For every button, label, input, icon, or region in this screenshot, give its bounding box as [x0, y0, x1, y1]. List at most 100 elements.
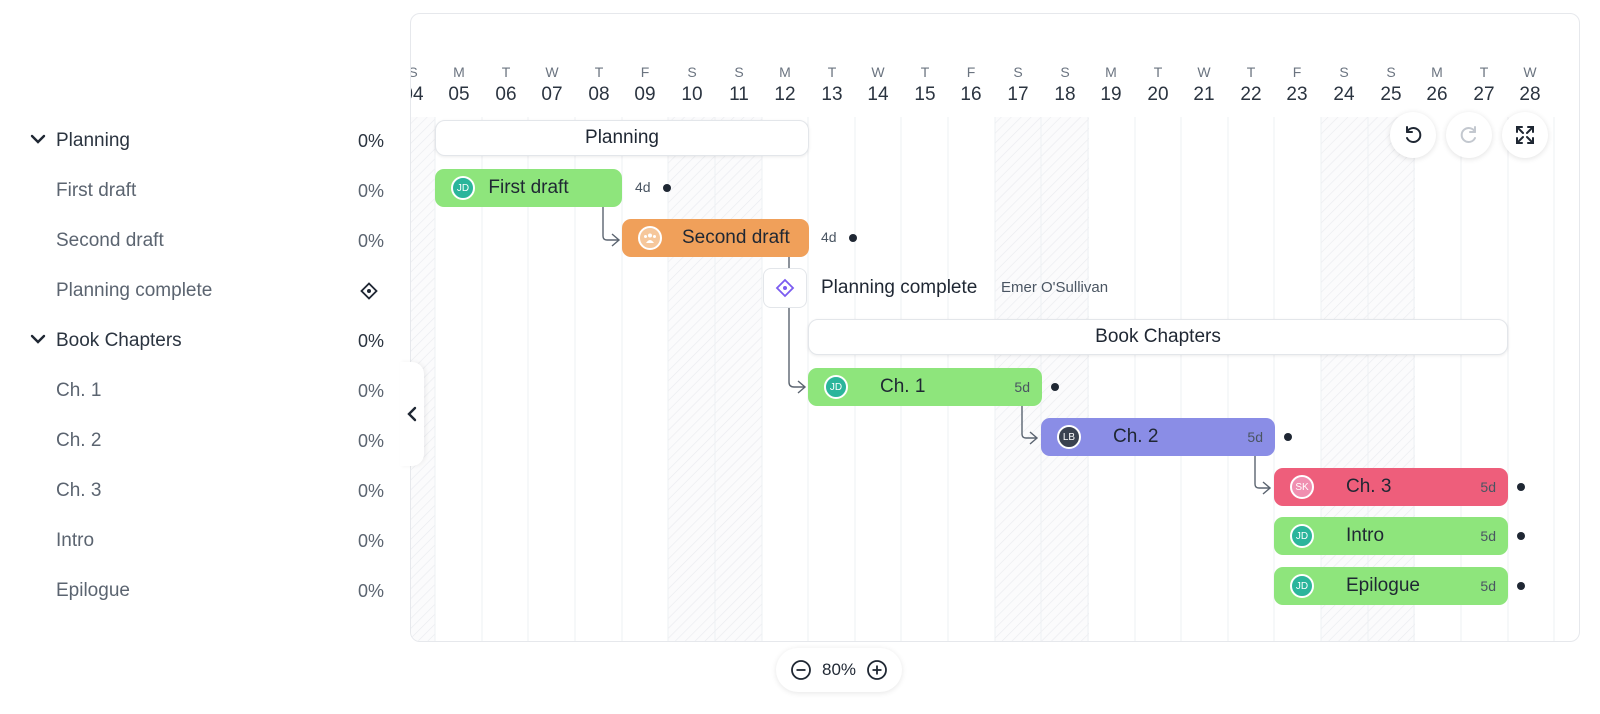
- day-letter: T: [827, 64, 837, 80]
- gantt-timeline[interactable]: S 04 M 05 T 06 W 07 T 08 F 09 S 10 S 11 …: [410, 13, 1580, 642]
- day-letter: W: [871, 64, 885, 80]
- task-bar-label: First draft: [488, 177, 569, 198]
- milestone-icon: [775, 278, 795, 298]
- task-bar-label: Ch. 1: [880, 376, 926, 397]
- day-number: 05: [448, 84, 470, 105]
- task-bar-epilogue[interactable]: JD Epilogue 5d: [1274, 567, 1508, 605]
- day-letter: S: [1060, 64, 1070, 80]
- task-name: Intro: [56, 530, 95, 551]
- day-letter: W: [1523, 64, 1537, 80]
- task-bar-label: Ch. 2: [1113, 426, 1159, 447]
- dependency-line: [1254, 455, 1270, 489]
- dependency-line: [788, 308, 805, 388]
- day-number: 25: [1380, 84, 1402, 105]
- chevron-down-icon[interactable]: [29, 330, 47, 348]
- group-bar-label: Planning: [585, 127, 659, 148]
- task-row-intro[interactable]: Intro 0%: [0, 516, 400, 566]
- dependency-handle[interactable]: [1517, 582, 1525, 590]
- day-number: 10: [681, 84, 703, 105]
- task-row-planning[interactable]: Planning 0%: [0, 116, 400, 166]
- group-bar-book-chapters[interactable]: Book Chapters: [808, 319, 1508, 355]
- dependency-handle[interactable]: [1517, 483, 1525, 491]
- day-letter: S: [411, 64, 423, 80]
- task-row-book-chapters[interactable]: Book Chapters 0%: [0, 316, 400, 366]
- day-letter: M: [1431, 64, 1443, 80]
- task-name: First draft: [56, 180, 137, 201]
- day-letter: F: [640, 64, 650, 80]
- expand-button[interactable]: [1502, 112, 1548, 158]
- redo-button[interactable]: [1446, 112, 1492, 158]
- day-number: 12: [774, 84, 796, 105]
- task-progress: 0%: [357, 530, 384, 551]
- team-icon: [638, 226, 662, 250]
- task-row-ch1[interactable]: Ch. 1 0%: [0, 366, 400, 416]
- task-bar-label: Ch. 3: [1346, 476, 1392, 497]
- day-letter: M: [1105, 64, 1117, 80]
- day-letter: T: [501, 64, 511, 80]
- day-letter: S: [1013, 64, 1023, 80]
- day-number: 19: [1100, 84, 1122, 105]
- task-bar-label: Second draft: [682, 227, 790, 248]
- task-row-epilogue[interactable]: Epilogue 0%: [0, 566, 400, 616]
- duration-label: 5d: [1247, 429, 1263, 445]
- milestone-marker[interactable]: [763, 268, 807, 308]
- dependency-handle[interactable]: [849, 234, 857, 242]
- dependency-handle[interactable]: [663, 184, 671, 192]
- task-name: Book Chapters: [56, 330, 182, 351]
- group-bar-planning[interactable]: Planning: [435, 120, 809, 156]
- undo-button[interactable]: [1390, 112, 1436, 158]
- day-letter: F: [966, 64, 976, 80]
- day-letter: T: [1246, 64, 1256, 80]
- chevron-down-icon[interactable]: [29, 130, 47, 148]
- avatar: JD: [1290, 524, 1314, 548]
- task-bar-ch2[interactable]: LB Ch. 2 5d: [1041, 418, 1275, 456]
- day-letter: T: [1153, 64, 1163, 80]
- task-name: Planning: [56, 130, 130, 151]
- avatar: JD: [451, 176, 475, 200]
- avatar: SK: [1290, 475, 1314, 499]
- day-letter: F: [1292, 64, 1302, 80]
- zoom-in-icon[interactable]: [866, 659, 888, 681]
- task-progress: 0%: [357, 230, 384, 251]
- task-row-second-draft[interactable]: Second draft 0%: [0, 216, 400, 266]
- day-number: 11: [729, 84, 749, 105]
- day-letter: M: [779, 64, 791, 80]
- day-number: 24: [1333, 84, 1355, 105]
- day-number: 22: [1240, 84, 1262, 105]
- dependency-handle[interactable]: [1284, 433, 1292, 441]
- day-number: 09: [634, 84, 656, 105]
- dependency-handle[interactable]: [1517, 532, 1525, 540]
- avatar: JD: [824, 375, 848, 399]
- zoom-level: 80%: [821, 660, 857, 679]
- dependency-arrow: [1262, 481, 1272, 495]
- day-letter: S: [1386, 64, 1396, 80]
- task-bar-first-draft[interactable]: JD First draft: [435, 169, 622, 207]
- task-row-first-draft[interactable]: First draft 0%: [0, 166, 400, 216]
- day-number: 21: [1193, 84, 1215, 105]
- task-progress: 0%: [357, 180, 384, 201]
- day-number: 04: [411, 84, 424, 105]
- task-bar-intro[interactable]: JD Intro 5d: [1274, 517, 1508, 555]
- task-row-planning-complete[interactable]: Planning complete: [0, 266, 400, 316]
- avatar: LB: [1057, 425, 1081, 449]
- task-row-ch3[interactable]: Ch. 3 0%: [0, 466, 400, 516]
- dependency-arrow: [611, 233, 621, 247]
- task-row-ch2[interactable]: Ch. 2 0%: [0, 416, 400, 466]
- task-name: Second draft: [56, 230, 164, 251]
- duration-label: 5d: [1480, 528, 1496, 544]
- task-bar-ch1[interactable]: JD Ch. 1 5d: [808, 368, 1042, 406]
- dependency-handle[interactable]: [1051, 383, 1059, 391]
- day-number: 15: [914, 84, 936, 105]
- task-bar-second-draft[interactable]: Second draft: [622, 219, 809, 257]
- task-name: Ch. 3: [56, 480, 102, 501]
- task-progress: 0%: [357, 380, 384, 401]
- day-number: 26: [1426, 84, 1448, 105]
- task-bar-ch3[interactable]: SK Ch. 3 5d: [1274, 468, 1508, 506]
- redo-icon: [1460, 126, 1476, 143]
- task-name: Epilogue: [56, 580, 130, 601]
- day-number: 16: [960, 84, 982, 105]
- day-letter: W: [1197, 64, 1211, 80]
- zoom-out-icon[interactable]: [790, 659, 812, 681]
- collapse-sidebar-button[interactable]: [400, 362, 424, 466]
- day-number: 28: [1519, 84, 1541, 105]
